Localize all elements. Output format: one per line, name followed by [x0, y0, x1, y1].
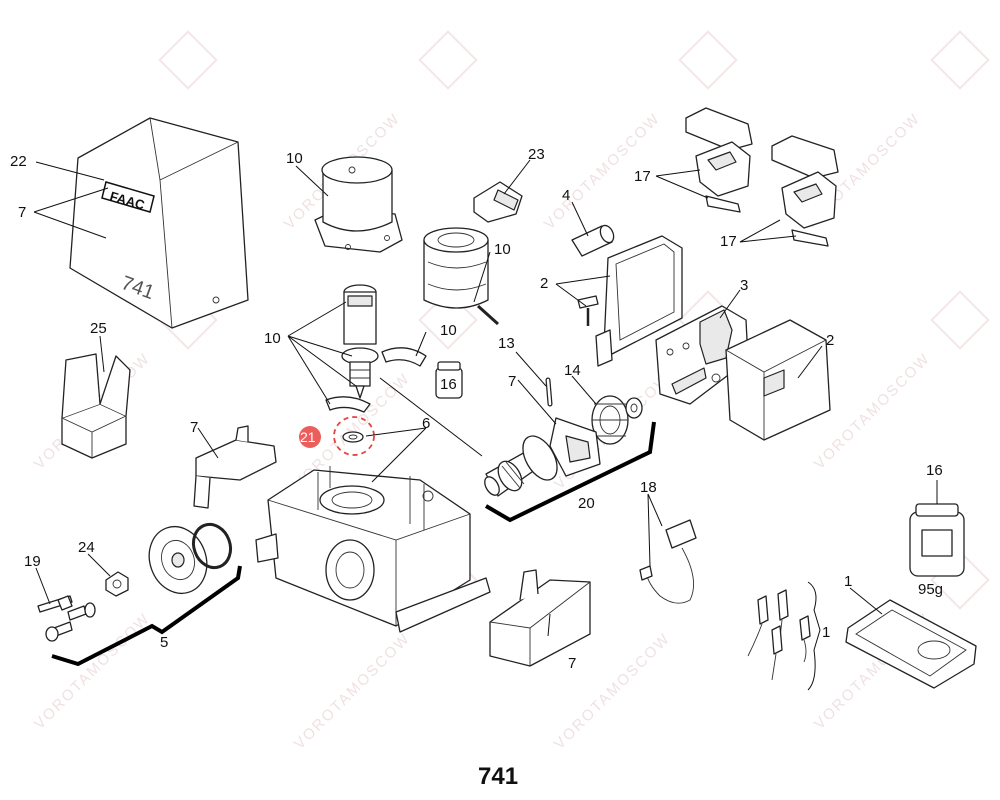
limit-switch-lower [771, 135, 839, 247]
callout-3: 3 [740, 277, 748, 294]
gear-shaft-assembly [484, 417, 601, 497]
callout-1-fittings: 1 [822, 624, 830, 641]
callout-2-box: 2 [826, 332, 834, 349]
grease-jar-large [909, 503, 965, 577]
callout-10-stator: 10 [494, 241, 511, 258]
mounting-plate [577, 235, 683, 367]
bushing-parts [325, 347, 427, 413]
callout-19: 19 [24, 553, 41, 570]
pin [545, 377, 553, 407]
callout-18: 18 [640, 479, 657, 496]
model-title: 741 [478, 763, 518, 790]
gearbox-housing [255, 466, 491, 633]
foundation-plate [845, 599, 977, 689]
callout-20: 20 [578, 495, 595, 512]
callout-16-small: 16 [440, 376, 457, 393]
release-key-cap [473, 181, 523, 223]
highlight-ring [333, 416, 375, 456]
callout-17-lower: 17 [720, 233, 737, 250]
bracket-bar-20 [484, 421, 656, 523]
watermark-text: VOROTAMOSCOW [551, 630, 674, 753]
callout-23: 23 [528, 146, 545, 163]
callout-10-housing: 10 [286, 150, 303, 167]
callout-7-foam: 7 [568, 655, 576, 672]
callout-6: 6 [422, 415, 430, 432]
callout-labels: 22 7 10 23 4 17 17 10 2 3 10 10 25 16 13… [10, 146, 943, 672]
callout-2-plate: 2 [540, 275, 548, 292]
callout-7-gear: 7 [508, 373, 516, 390]
callout-10-bushing: 10 [440, 322, 457, 339]
grease-jar-small [435, 361, 463, 399]
callout-14: 14 [564, 362, 581, 379]
callout-22: 22 [10, 153, 27, 170]
adjustment-fittings [747, 589, 811, 681]
bracket-bar-5 [51, 565, 242, 667]
limit-switch-upper [685, 107, 753, 213]
cover-bracket [193, 425, 277, 509]
washer [342, 431, 364, 443]
leader-lines [33, 159, 938, 691]
motor-housing [314, 156, 403, 253]
callout-24: 24 [78, 539, 95, 556]
callout-7-bracket: 7 [190, 419, 198, 436]
callout-1-plate: 1 [844, 573, 852, 590]
callout-17-upper: 17 [634, 168, 651, 185]
callout-13: 13 [498, 335, 515, 352]
control-board [655, 305, 749, 405]
sensor-with-cable [639, 519, 697, 604]
callout-21: 21 [300, 429, 316, 445]
motor-stator [423, 227, 500, 326]
callout-4: 4 [562, 187, 570, 204]
callout-7-cover: 7 [18, 204, 26, 221]
gear-wheel [591, 395, 643, 445]
capacitor [571, 224, 615, 257]
foam-block [489, 569, 591, 667]
callout-10-rotor: 10 [264, 330, 281, 347]
callout-25: 25 [90, 320, 107, 337]
grease-weight-label: 95g [918, 581, 943, 598]
highlight-marker [299, 426, 321, 448]
callout-16-large: 16 [926, 462, 943, 479]
motor-rotor [341, 284, 379, 399]
parts-box [61, 353, 131, 459]
nut [105, 571, 129, 597]
motor-cover: FAAC 741 [69, 117, 249, 329]
release-knob [148, 522, 233, 595]
control-box [725, 319, 831, 441]
screw-set [37, 595, 96, 642]
callout-5: 5 [160, 634, 168, 651]
watermark-text: VOROTAMOSCOW [291, 630, 414, 753]
watermark-text: VOROTAMOSCOW [811, 350, 934, 473]
